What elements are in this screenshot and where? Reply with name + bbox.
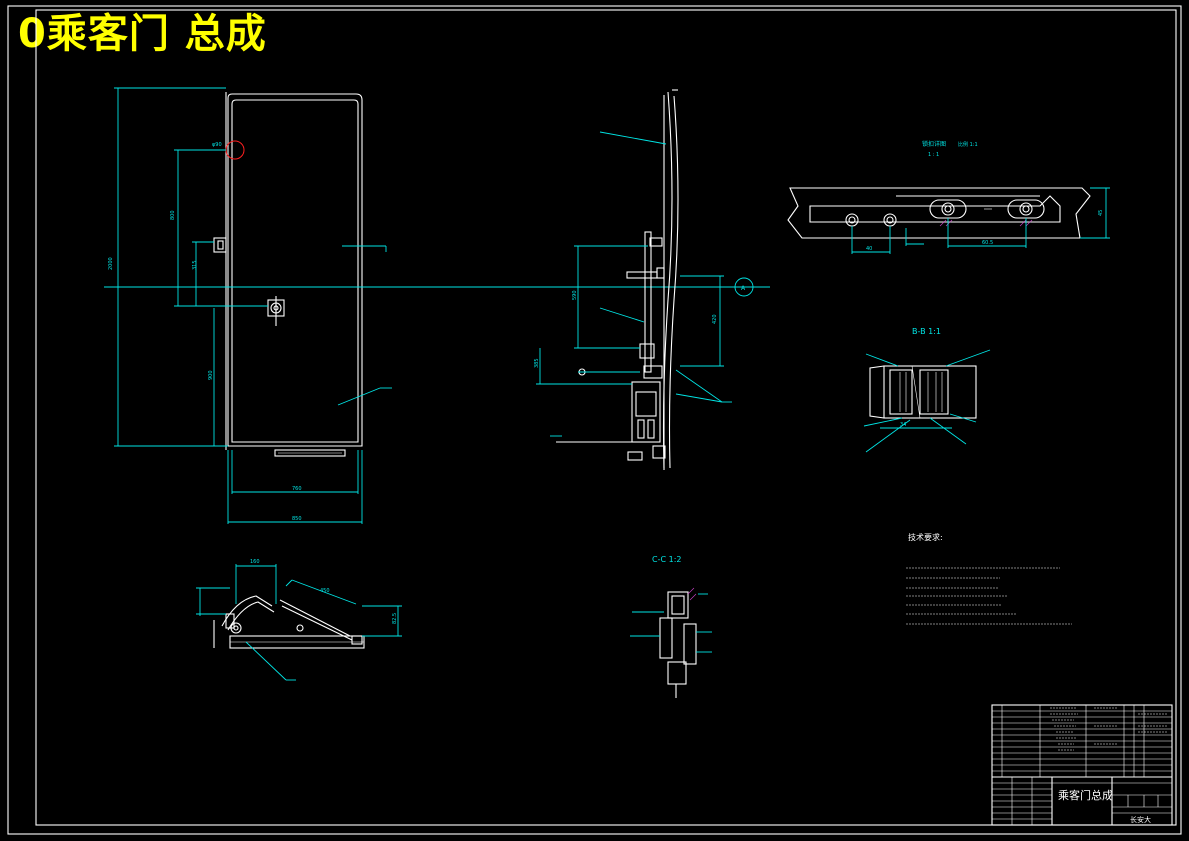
svg-text:850: 850	[292, 516, 302, 522]
door-mechanism-plan-view: 160 450 82.5	[196, 559, 402, 681]
door-front-view	[213, 92, 363, 457]
section-cc-view: C-C 1:2	[630, 555, 712, 698]
svg-text:1 : 1: 1 : 1	[928, 152, 939, 158]
section-bb-view: B-B 1:1 34	[863, 327, 991, 453]
tech-req-heading: 技术要求:	[908, 532, 943, 542]
technical-requirements: 技术要求:	[906, 532, 1072, 625]
svg-text:34: 34	[900, 422, 906, 428]
door-side-section	[556, 89, 679, 470]
svg-text:60.5: 60.5	[982, 240, 993, 246]
side-section-dimensions: 590 385 420	[534, 131, 732, 437]
svg-text:40: 40	[866, 246, 872, 252]
svg-text:315: 315	[192, 260, 198, 270]
svg-text:φ90: φ90	[212, 142, 222, 148]
detail-label: 锁扣详图	[922, 140, 946, 148]
svg-text:760: 760	[292, 486, 302, 492]
title-block-footer: 长安大	[1130, 815, 1151, 824]
latch-detail-view: 锁扣详图 比例 1:1 1 : 1 40 60.5	[787, 140, 1110, 254]
door-dimensions: 2000 800 315 900 760 850 φ90	[108, 87, 392, 524]
svg-text:2000: 2000	[108, 257, 114, 270]
section-marker-a: A	[734, 277, 754, 297]
section-bb-label: B-B 1:1	[912, 327, 941, 336]
svg-text:比例 1:1: 比例 1:1	[958, 141, 978, 148]
sheet-border	[7, 5, 1182, 835]
svg-text:160: 160	[250, 559, 260, 565]
highlight-marker	[225, 140, 245, 160]
svg-text:590: 590	[572, 290, 578, 300]
svg-text:450: 450	[320, 588, 330, 594]
svg-text:800: 800	[170, 210, 176, 220]
svg-text:A: A	[741, 285, 746, 292]
svg-text:45: 45	[1098, 210, 1104, 216]
parts-list	[992, 705, 1172, 778]
title-block-name: 乘客门总成	[1058, 788, 1113, 802]
svg-text:900: 900	[208, 370, 214, 380]
svg-text:420: 420	[712, 314, 718, 324]
title-block: 乘客门总成 长安大	[991, 704, 1173, 826]
section-cc-label: C-C 1:2	[652, 555, 681, 564]
svg-text:385: 385	[534, 358, 540, 368]
drawing-title: 0乘客门 总成	[18, 11, 267, 57]
svg-text:82.5: 82.5	[392, 613, 398, 624]
